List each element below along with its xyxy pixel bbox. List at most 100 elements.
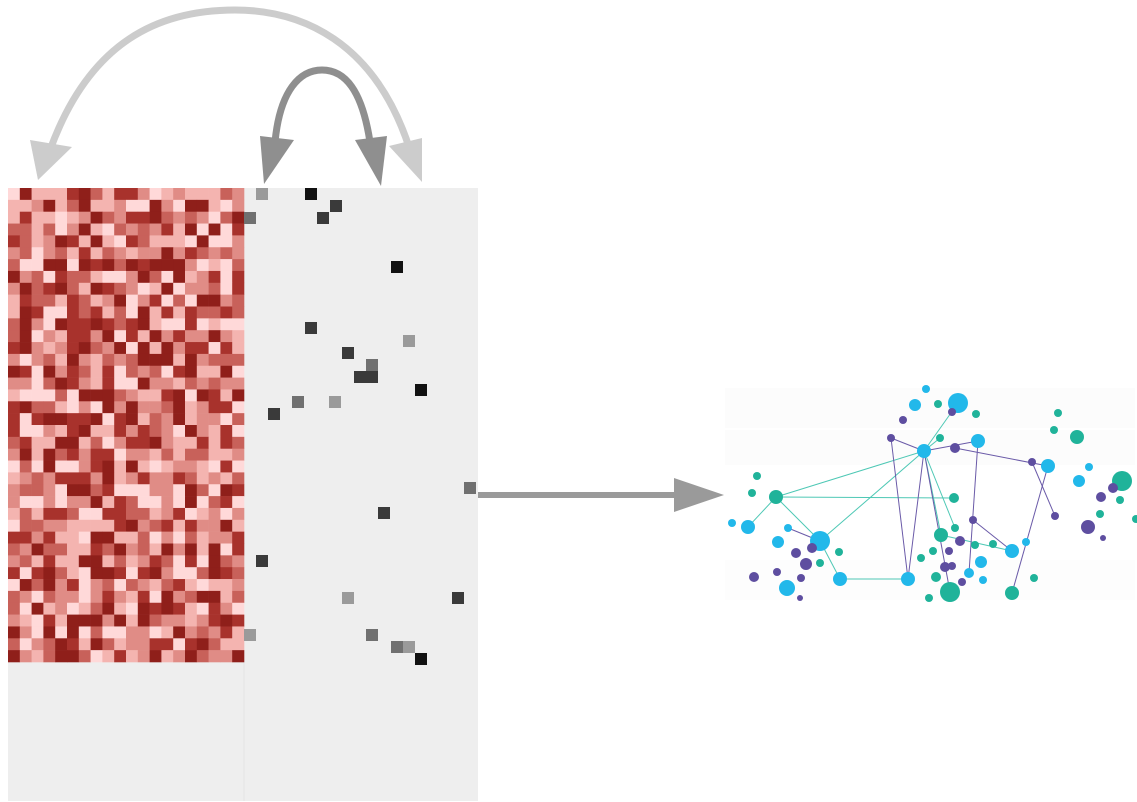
graph-edge [968, 440, 979, 574]
heatmap-cell [126, 389, 139, 402]
heatmap-cell [232, 235, 245, 248]
heatmap-cell [126, 472, 139, 485]
heatmap-cell [161, 650, 174, 663]
heatmap-cell [161, 235, 174, 248]
heatmap-cell [137, 626, 150, 639]
heatmap-cell [185, 211, 198, 224]
heatmap-cell [90, 365, 103, 378]
heatmap-cell [149, 365, 162, 378]
heatmap-cell [78, 519, 91, 532]
sparse-adjacency-matrix [244, 188, 476, 665]
heatmap-cell [90, 567, 103, 580]
heatmap-cell [220, 590, 233, 604]
heatmap-cell [220, 199, 233, 212]
heatmap-cell [43, 472, 56, 485]
heatmap-cell [31, 590, 44, 604]
heatmap-cell [114, 472, 127, 485]
heatmap-cell [114, 270, 127, 284]
heatmap-cell [208, 223, 221, 236]
heatmap-cell [232, 330, 245, 343]
graph-node [748, 489, 756, 497]
heatmap-cell [232, 413, 245, 426]
sparse-cell [415, 384, 427, 396]
heatmap-cell [55, 247, 68, 260]
graph-node [1085, 463, 1093, 471]
heatmap-cell [173, 543, 186, 556]
heatmap-cell [31, 199, 44, 212]
heatmap-cell [114, 531, 127, 544]
heatmap-cell [78, 496, 91, 509]
heatmap-cell [196, 318, 209, 331]
heatmap-cell [90, 188, 103, 201]
heatmap-cell [137, 365, 150, 378]
heatmap-cell [137, 259, 150, 272]
heatmap-cell [149, 413, 162, 426]
heatmap-cell [8, 223, 21, 236]
heatmap-cell [19, 342, 32, 355]
heatmap-cell [67, 543, 80, 556]
heatmap-cell [19, 543, 32, 556]
heatmap-cell [185, 247, 198, 260]
heatmap-cell [232, 425, 245, 438]
heatmap-cell [185, 579, 198, 592]
heatmap-cell [67, 342, 80, 355]
heatmap-cell [55, 460, 68, 473]
heatmap-cell [19, 507, 32, 521]
heatmap-cell [161, 270, 174, 284]
heatmap-cell [55, 638, 68, 651]
heatmap-cell [126, 199, 139, 212]
heatmap-cell [137, 425, 150, 438]
heatmap-cell [173, 626, 186, 639]
heatmap-cell [220, 306, 233, 319]
heatmap-cell [208, 590, 221, 604]
heatmap-cell [114, 460, 127, 473]
heatmap-cell [173, 330, 186, 343]
heatmap-cell [220, 247, 233, 260]
graph-node [1096, 510, 1104, 518]
heatmap-cell [161, 342, 174, 355]
heatmap-cell [114, 436, 127, 449]
heatmap-cell [90, 389, 103, 402]
heatmap-cell [114, 247, 127, 260]
sparse-cell [415, 653, 427, 665]
heatmap-cell [196, 614, 209, 627]
heatmap-cell [55, 353, 68, 367]
heatmap-cell [43, 626, 56, 639]
heatmap-cell [102, 199, 115, 212]
graph-node [1051, 512, 1059, 520]
heatmap-cell [114, 614, 127, 627]
heatmap-cell [102, 614, 115, 627]
heatmap-cell [185, 365, 198, 378]
heatmap-cell [90, 199, 103, 212]
heatmap-cell [8, 270, 21, 284]
heatmap-cell [149, 638, 162, 651]
heatmap-cell [31, 614, 44, 627]
heatmap-cell [31, 543, 44, 556]
heatmap-cell [55, 448, 68, 461]
heatmap-cell [220, 389, 233, 402]
heatmap-cell [31, 650, 44, 663]
heatmap-cell [173, 223, 186, 236]
heatmap-cell [173, 211, 186, 224]
heatmap-cell [114, 543, 127, 556]
heatmap-cell [78, 294, 91, 307]
heatmap-cell [78, 555, 91, 568]
heatmap-cell [19, 519, 32, 532]
heatmap-cell [90, 638, 103, 651]
heatmap-cell [67, 590, 80, 604]
graph-node [1116, 496, 1124, 504]
heatmap-cell [185, 650, 198, 663]
heatmap-cell [161, 614, 174, 627]
heatmap-cell [208, 389, 221, 402]
heatmap-cell [149, 531, 162, 544]
heatmap-cell [126, 579, 139, 592]
heatmap-cell [90, 472, 103, 485]
heatmap-cell [185, 496, 198, 509]
heatmap-cell [137, 507, 150, 521]
heatmap-cell [208, 531, 221, 544]
graph-node [909, 399, 921, 411]
heatmap-cell [185, 436, 198, 449]
heatmap-cell [43, 377, 56, 390]
heatmap-cell [173, 235, 186, 248]
heatmap-cell [67, 306, 80, 319]
